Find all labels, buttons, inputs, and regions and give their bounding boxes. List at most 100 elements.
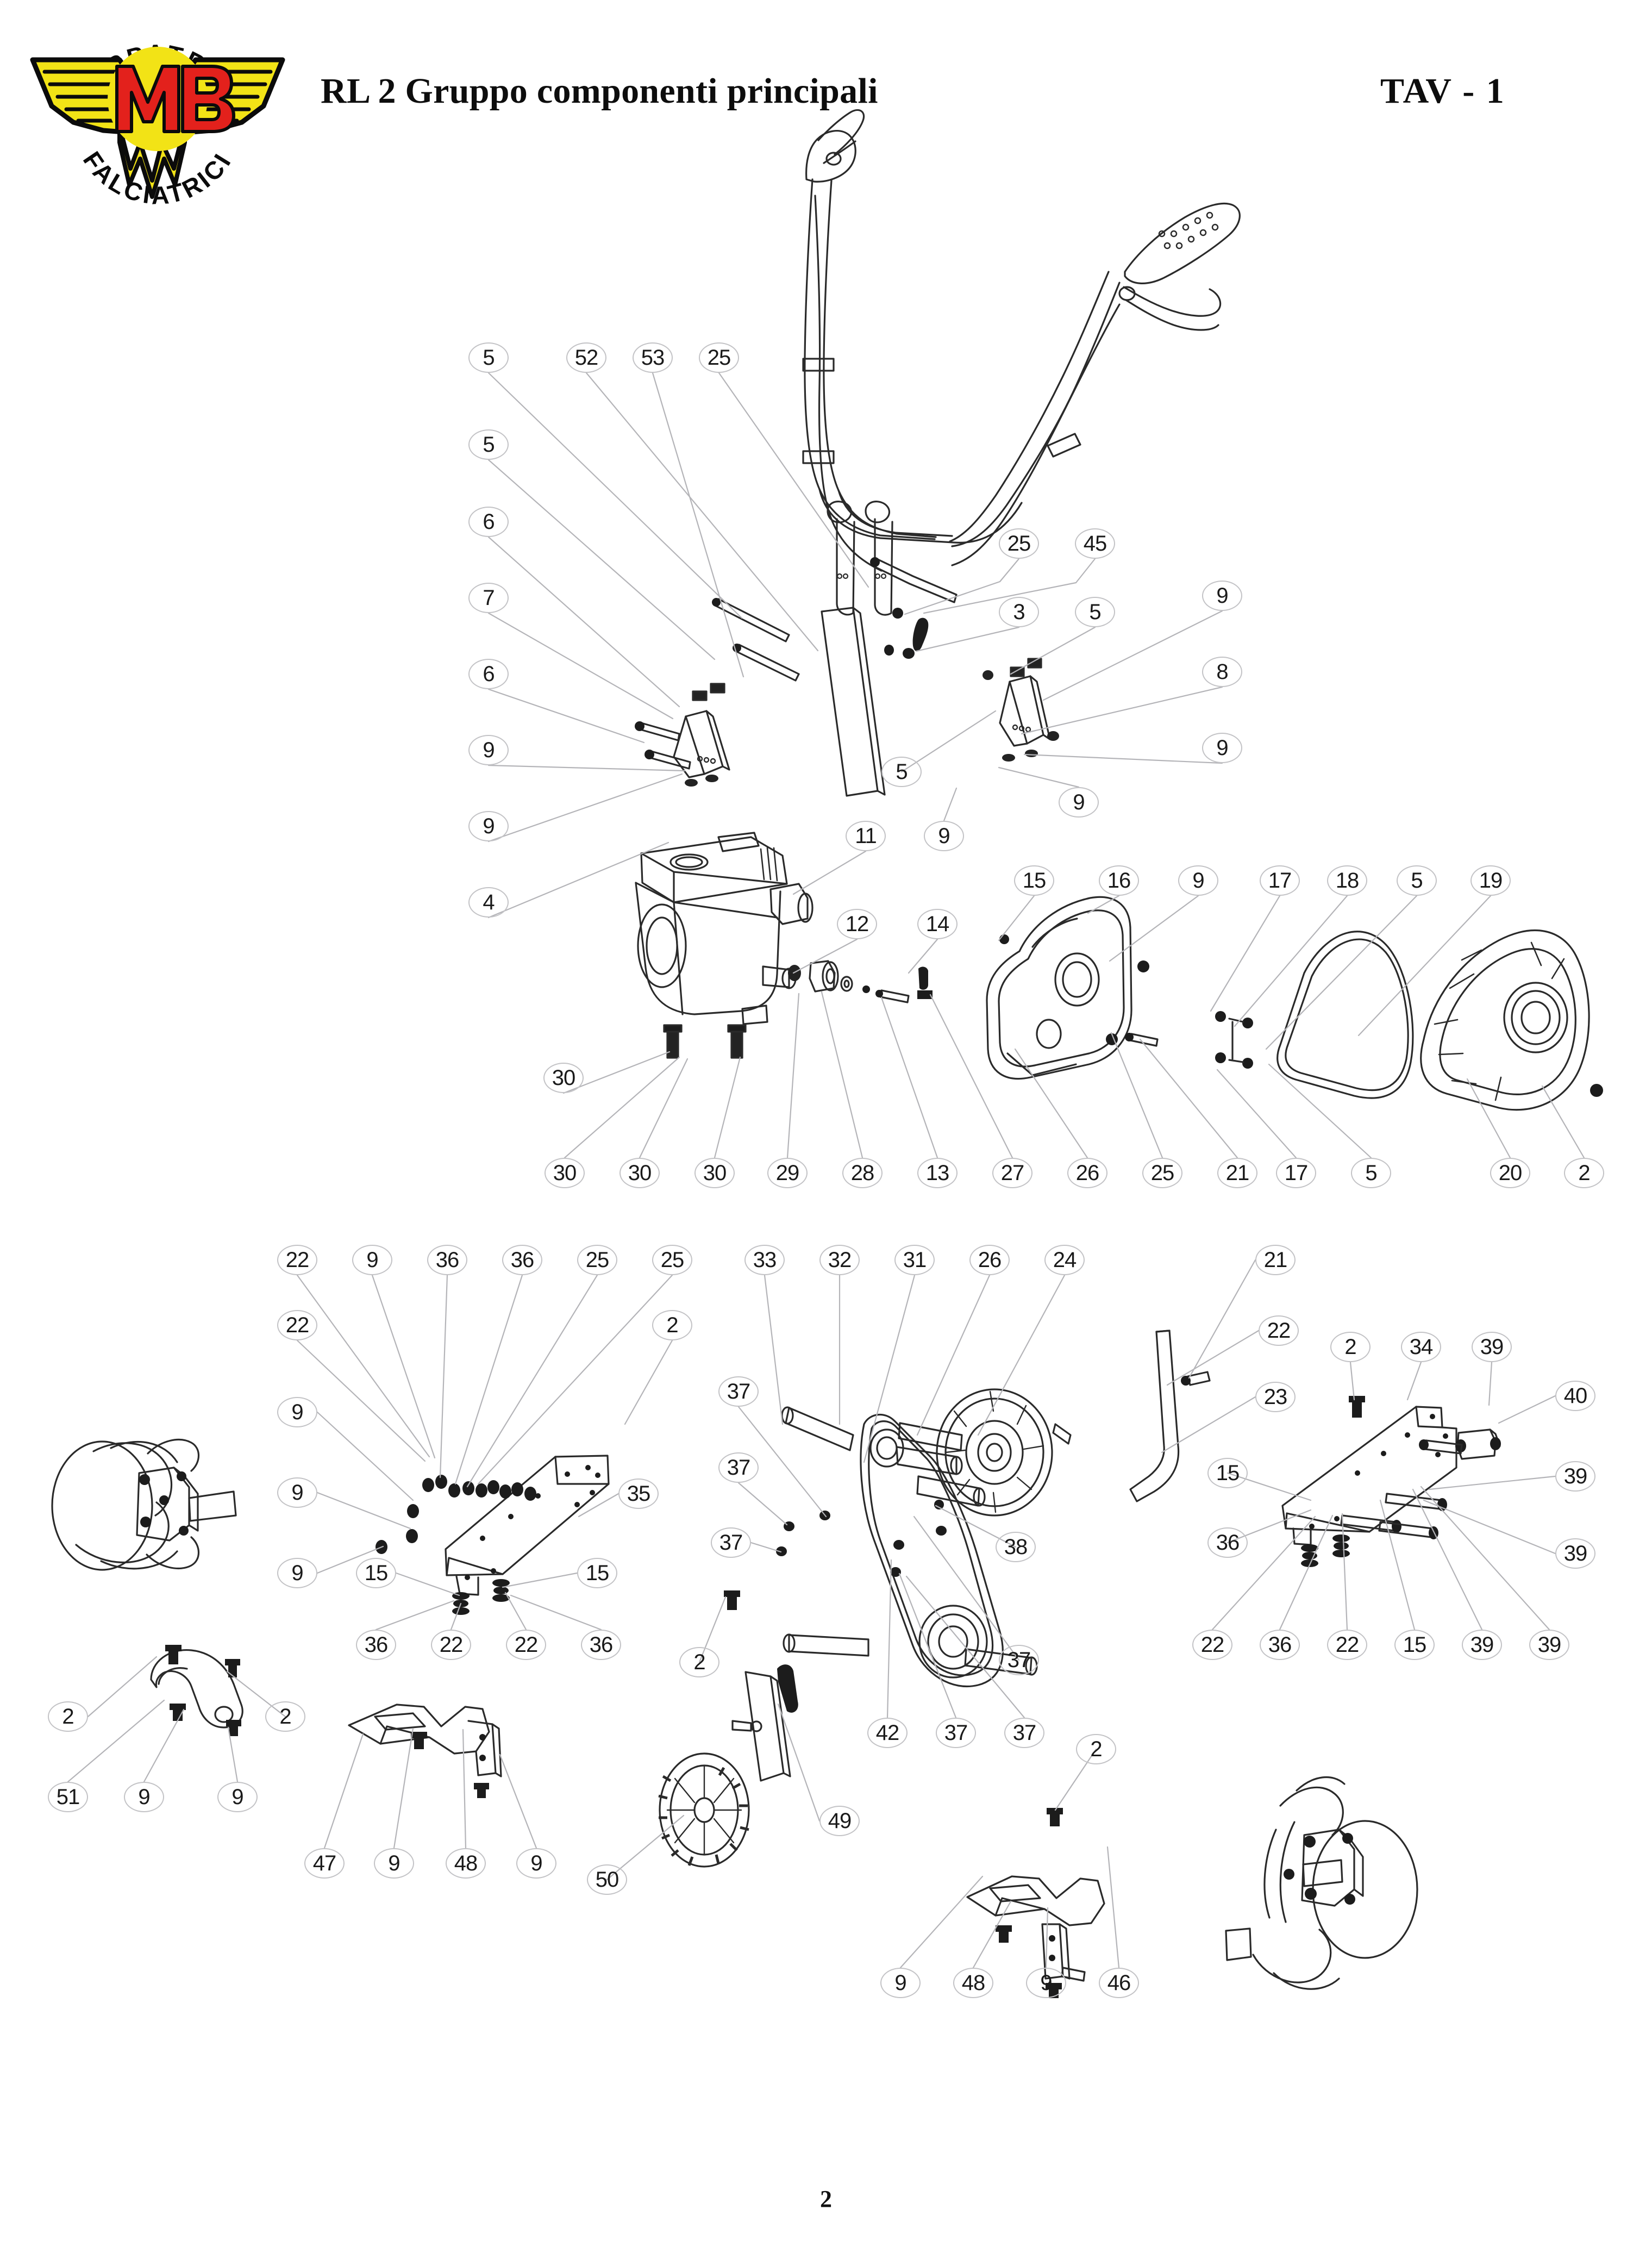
callout-balloon-9[interactable]: 9 xyxy=(277,1477,317,1508)
callout-balloon-5[interactable]: 5 xyxy=(881,757,922,787)
callout-balloon-25[interactable]: 25 xyxy=(652,1245,692,1275)
callout-balloon-48[interactable]: 48 xyxy=(446,1848,486,1879)
callout-balloon-30[interactable]: 30 xyxy=(694,1158,735,1188)
callout-balloon-3[interactable]: 3 xyxy=(999,597,1039,627)
callout-balloon-52[interactable]: 52 xyxy=(566,342,606,373)
callout-balloon-6[interactable]: 6 xyxy=(468,507,509,537)
callout-balloon-39[interactable]: 39 xyxy=(1555,1461,1595,1492)
callout-balloon-5[interactable]: 5 xyxy=(468,342,509,373)
callout-balloon-37[interactable]: 37 xyxy=(718,1452,759,1483)
callout-balloon-11[interactable]: 11 xyxy=(846,821,886,851)
callout-balloon-22[interactable]: 22 xyxy=(506,1630,546,1660)
callout-balloon-37[interactable]: 37 xyxy=(936,1718,976,1748)
callout-balloon-8[interactable]: 8 xyxy=(1202,657,1242,687)
callout-balloon-22[interactable]: 22 xyxy=(1192,1630,1232,1660)
callout-balloon-2[interactable]: 2 xyxy=(1330,1332,1371,1362)
callout-balloon-36[interactable]: 36 xyxy=(502,1245,542,1275)
callout-balloon-39[interactable]: 39 xyxy=(1555,1538,1595,1569)
callout-balloon-33[interactable]: 33 xyxy=(744,1245,785,1275)
callout-balloon-36[interactable]: 36 xyxy=(427,1245,467,1275)
callout-balloon-9[interactable]: 9 xyxy=(374,1848,414,1879)
callout-balloon-37[interactable]: 37 xyxy=(718,1376,759,1407)
callout-balloon-9[interactable]: 9 xyxy=(1059,787,1099,818)
callout-balloon-15[interactable]: 15 xyxy=(577,1558,617,1588)
callout-balloon-40[interactable]: 40 xyxy=(1555,1381,1595,1411)
callout-balloon-9[interactable]: 9 xyxy=(277,1397,317,1427)
callout-balloon-26[interactable]: 26 xyxy=(1067,1158,1107,1188)
callout-balloon-42[interactable]: 42 xyxy=(867,1718,908,1748)
callout-balloon-29[interactable]: 29 xyxy=(767,1158,808,1188)
callout-balloon-36[interactable]: 36 xyxy=(581,1630,621,1660)
callout-balloon-21[interactable]: 21 xyxy=(1255,1245,1296,1275)
callout-balloon-9[interactable]: 9 xyxy=(516,1848,556,1879)
callout-balloon-18[interactable]: 18 xyxy=(1327,865,1367,896)
callout-balloon-4[interactable]: 4 xyxy=(468,887,509,918)
callout-balloon-13[interactable]: 13 xyxy=(917,1158,958,1188)
callout-balloon-2[interactable]: 2 xyxy=(265,1701,305,1732)
callout-balloon-9[interactable]: 9 xyxy=(468,811,509,841)
callout-balloon-2[interactable]: 2 xyxy=(652,1310,692,1340)
callout-balloon-39[interactable]: 39 xyxy=(1472,1332,1512,1362)
callout-balloon-17[interactable]: 17 xyxy=(1276,1158,1316,1188)
callout-balloon-5[interactable]: 5 xyxy=(468,429,509,460)
callout-balloon-24[interactable]: 24 xyxy=(1044,1245,1085,1275)
callout-balloon-36[interactable]: 36 xyxy=(1207,1527,1248,1558)
callout-balloon-37[interactable]: 37 xyxy=(711,1527,751,1558)
callout-balloon-22[interactable]: 22 xyxy=(277,1310,317,1340)
callout-balloon-36[interactable]: 36 xyxy=(1260,1630,1300,1660)
callout-balloon-9[interactable]: 9 xyxy=(124,1782,164,1812)
callout-balloon-25[interactable]: 25 xyxy=(999,528,1039,559)
callout-balloon-51[interactable]: 51 xyxy=(48,1782,88,1812)
callout-balloon-5[interactable]: 5 xyxy=(1075,597,1115,627)
callout-balloon-22[interactable]: 22 xyxy=(1259,1315,1299,1346)
callout-balloon-9[interactable]: 9 xyxy=(1202,581,1242,611)
callout-balloon-37[interactable]: 37 xyxy=(1004,1718,1044,1748)
callout-balloon-9[interactable]: 9 xyxy=(1178,865,1218,896)
callout-balloon-22[interactable]: 22 xyxy=(277,1245,317,1275)
callout-balloon-16[interactable]: 16 xyxy=(1099,865,1139,896)
callout-balloon-47[interactable]: 47 xyxy=(304,1848,345,1879)
callout-balloon-34[interactable]: 34 xyxy=(1401,1332,1441,1362)
callout-balloon-26[interactable]: 26 xyxy=(969,1245,1010,1275)
callout-balloon-9[interactable]: 9 xyxy=(924,821,964,851)
callout-balloon-9[interactable]: 9 xyxy=(277,1558,317,1588)
callout-balloon-38[interactable]: 38 xyxy=(996,1532,1036,1562)
callout-balloon-25[interactable]: 25 xyxy=(577,1245,617,1275)
callout-balloon-39[interactable]: 39 xyxy=(1462,1630,1502,1660)
callout-balloon-46[interactable]: 46 xyxy=(1099,1968,1139,1998)
callout-balloon-12[interactable]: 12 xyxy=(837,909,877,939)
callout-balloon-23[interactable]: 23 xyxy=(1255,1382,1296,1412)
callout-balloon-30[interactable]: 30 xyxy=(543,1063,584,1093)
callout-balloon-9[interactable]: 9 xyxy=(217,1782,258,1812)
callout-balloon-31[interactable]: 31 xyxy=(894,1245,935,1275)
callout-balloon-7[interactable]: 7 xyxy=(468,583,509,613)
callout-balloon-25[interactable]: 25 xyxy=(699,342,739,373)
callout-balloon-27[interactable]: 27 xyxy=(992,1158,1032,1188)
callout-balloon-17[interactable]: 17 xyxy=(1260,865,1300,896)
callout-balloon-35[interactable]: 35 xyxy=(618,1478,659,1509)
callout-balloon-50[interactable]: 50 xyxy=(587,1864,627,1895)
callout-balloon-9[interactable]: 9 xyxy=(468,735,509,765)
callout-balloon-32[interactable]: 32 xyxy=(819,1245,860,1275)
callout-balloon-15[interactable]: 15 xyxy=(356,1558,396,1588)
callout-balloon-15[interactable]: 15 xyxy=(1014,865,1054,896)
callout-balloon-9[interactable]: 9 xyxy=(1026,1968,1066,1998)
callout-balloon-39[interactable]: 39 xyxy=(1529,1630,1569,1660)
callout-balloon-2[interactable]: 2 xyxy=(679,1647,719,1677)
callout-balloon-14[interactable]: 14 xyxy=(917,909,958,939)
callout-balloon-49[interactable]: 49 xyxy=(819,1806,860,1836)
callout-balloon-25[interactable]: 25 xyxy=(1142,1158,1182,1188)
callout-balloon-2[interactable]: 2 xyxy=(1564,1158,1604,1188)
callout-balloon-2[interactable]: 2 xyxy=(48,1701,88,1732)
callout-balloon-22[interactable]: 22 xyxy=(1327,1630,1367,1660)
callout-balloon-5[interactable]: 5 xyxy=(1397,865,1437,896)
callout-balloon-21[interactable]: 21 xyxy=(1217,1158,1257,1188)
callout-balloon-45[interactable]: 45 xyxy=(1075,528,1115,559)
callout-balloon-6[interactable]: 6 xyxy=(468,659,509,689)
callout-balloon-2[interactable]: 2 xyxy=(1076,1734,1116,1764)
callout-balloon-36[interactable]: 36 xyxy=(356,1630,396,1660)
callout-balloon-48[interactable]: 48 xyxy=(953,1968,993,1998)
callout-balloon-30[interactable]: 30 xyxy=(545,1158,585,1188)
callout-balloon-15[interactable]: 15 xyxy=(1207,1458,1248,1488)
callout-balloon-15[interactable]: 15 xyxy=(1394,1630,1435,1660)
